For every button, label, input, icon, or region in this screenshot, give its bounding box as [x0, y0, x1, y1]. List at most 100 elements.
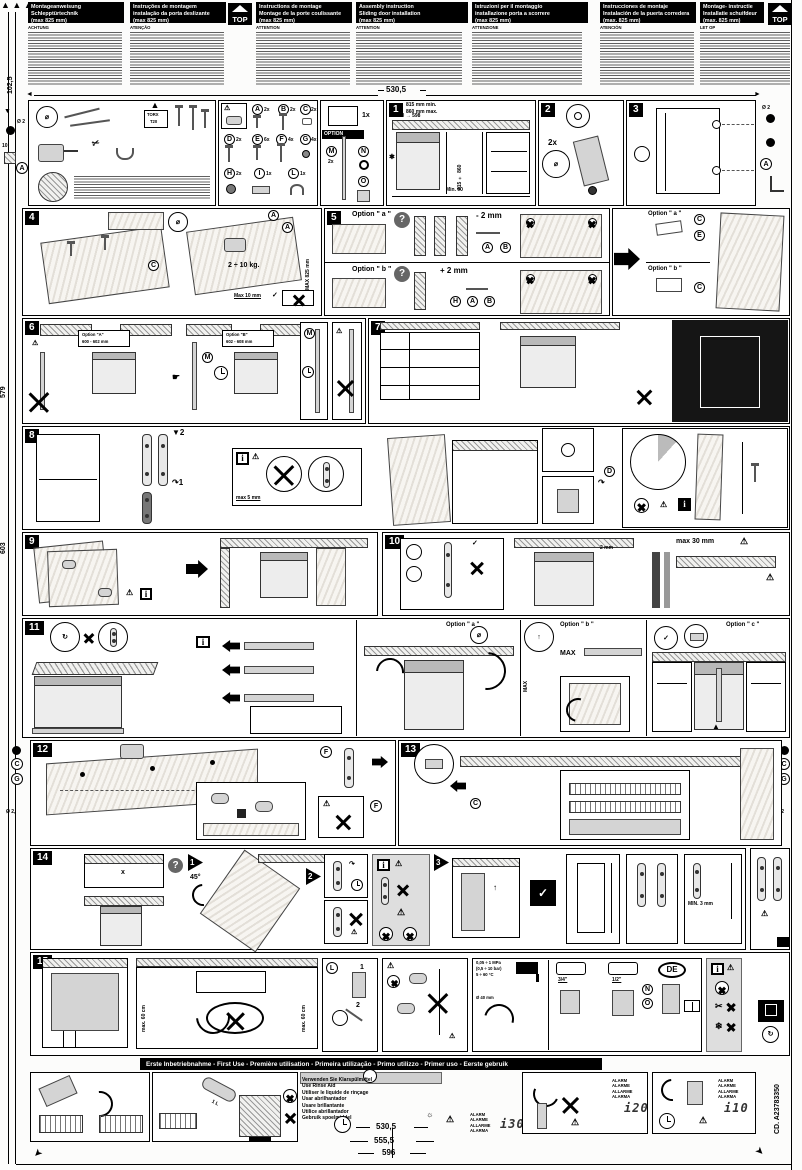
warning-icon: ⚠ — [740, 536, 749, 546]
s7-dark-niche — [672, 320, 788, 422]
s6-option-a-label: Option "A" 600 - 602 mm — [78, 330, 130, 347]
cross-icon — [336, 378, 354, 396]
salt-bottle — [200, 1075, 238, 1104]
s8-ruler — [742, 442, 743, 514]
rotate-arrow: ↷ — [349, 861, 355, 868]
hand-icon — [211, 793, 229, 804]
result-option-b: Option " b " — [648, 266, 682, 272]
up-triangle: ▲ — [712, 722, 720, 731]
warning-icon: ⚠ — [323, 799, 331, 808]
standpipe — [537, 1103, 547, 1129]
s15-info-column: i ⚠ ✂ ❄ — [706, 958, 742, 1052]
warning-icon: ⚠ — [660, 500, 668, 509]
dim-bottom-596: 596 — [382, 1148, 396, 1157]
prohibit-circle — [379, 927, 393, 941]
s8-rail-dark — [142, 492, 152, 524]
part-d: D — [224, 134, 235, 145]
s4-drill — [224, 238, 246, 252]
part-l-sketch — [290, 184, 304, 195]
dim-top-530: 530,5 — [386, 85, 407, 94]
s11-option-a: Option " a " — [446, 622, 480, 628]
bag-sketch — [328, 106, 358, 126]
dim-left-603: 603 — [0, 542, 7, 554]
cross-icon — [28, 390, 50, 412]
aquastop-sketch — [687, 1081, 703, 1105]
rail-box-detail — [690, 633, 704, 641]
s4-max10: Max 10 mm — [234, 293, 261, 299]
step2-number: 2 — [541, 103, 555, 117]
part-i-sketch — [252, 186, 270, 194]
counter-strip — [453, 859, 519, 867]
s11-rail-row2 — [244, 666, 314, 674]
s2-qty: 2x — [548, 138, 557, 147]
cross-icon — [349, 911, 363, 925]
warn-it: ATTENZIONE — [472, 25, 499, 30]
big-arrow-right — [614, 248, 640, 270]
arrow-left: ◄ — [26, 91, 33, 98]
s8-detail-inset — [542, 428, 594, 472]
cross-icon — [470, 560, 484, 574]
qty-e: 6x — [264, 137, 270, 143]
s1-asterisk: ✱ — [389, 154, 395, 161]
dim-tick — [410, 1153, 426, 1154]
paragraph-fr — [256, 32, 350, 86]
s11-option-c: Option " c " — [726, 622, 760, 628]
paragraph-nl — [700, 32, 790, 86]
x-dim: x — [121, 869, 125, 876]
s5-minus2: - 2 mm — [476, 211, 502, 220]
s11a-counter — [364, 646, 514, 656]
first-use-banner: Erste Inbetriebnahme - First Use - Premi… — [140, 1058, 602, 1070]
right-edge-line — [791, 0, 792, 1170]
part-a-marker-r: A — [760, 158, 772, 170]
step5-number: 5 — [327, 211, 341, 225]
warning-icon: ⚠ — [224, 105, 231, 112]
s9-side-panel — [220, 548, 230, 608]
s6-dishwasher — [92, 352, 136, 394]
check-icon: ✓ — [272, 292, 278, 299]
prohibit-circle — [715, 981, 729, 995]
check-icon: ✓ — [538, 886, 549, 900]
part-o-sketch — [357, 190, 370, 202]
drawer-line — [491, 171, 527, 172]
dim-tick — [420, 90, 426, 91]
prohibit-circle — [283, 1089, 297, 1103]
s15-sink-basin — [196, 971, 266, 993]
step13-number: 13 — [401, 743, 421, 757]
rack-sketch — [159, 1113, 197, 1129]
gloves-note — [74, 176, 210, 200]
step11-number: 11 — [25, 621, 44, 635]
s15-mpa: 0,05 ÷ 1 MPa — [476, 960, 501, 965]
cross-icon — [287, 1093, 294, 1100]
sun-icon: ☼ — [426, 1110, 434, 1119]
roller-detail — [561, 443, 575, 457]
prohibit-circle — [634, 498, 649, 513]
drill-dot-r — [766, 114, 775, 123]
door-section-gray — [664, 552, 670, 608]
hose-line — [75, 1031, 76, 1047]
s8-dishwasher — [452, 440, 538, 524]
s6b-m-strip — [192, 342, 197, 410]
s7-counter — [380, 322, 480, 330]
arrow-left-3 — [222, 692, 240, 704]
s15-sub1: 1 — [360, 964, 364, 971]
grid-line — [409, 333, 410, 399]
drill-hole — [210, 760, 215, 765]
part-h: H — [224, 168, 235, 179]
dim-tick — [414, 1127, 428, 1128]
s4-max-width: MAX 825 mm — [305, 258, 311, 290]
guide-dash — [60, 790, 240, 791]
s5b-part-h: H — [450, 296, 461, 307]
info-icon: i — [377, 859, 390, 871]
part-g-sketch — [302, 150, 310, 158]
s8-detail-inset2 — [542, 476, 594, 524]
step12-number: 12 — [33, 743, 53, 757]
dw-side — [577, 863, 605, 933]
question-circle: ? — [168, 858, 183, 873]
drawer-line — [491, 151, 527, 152]
s9-door-stack2 — [47, 548, 119, 608]
